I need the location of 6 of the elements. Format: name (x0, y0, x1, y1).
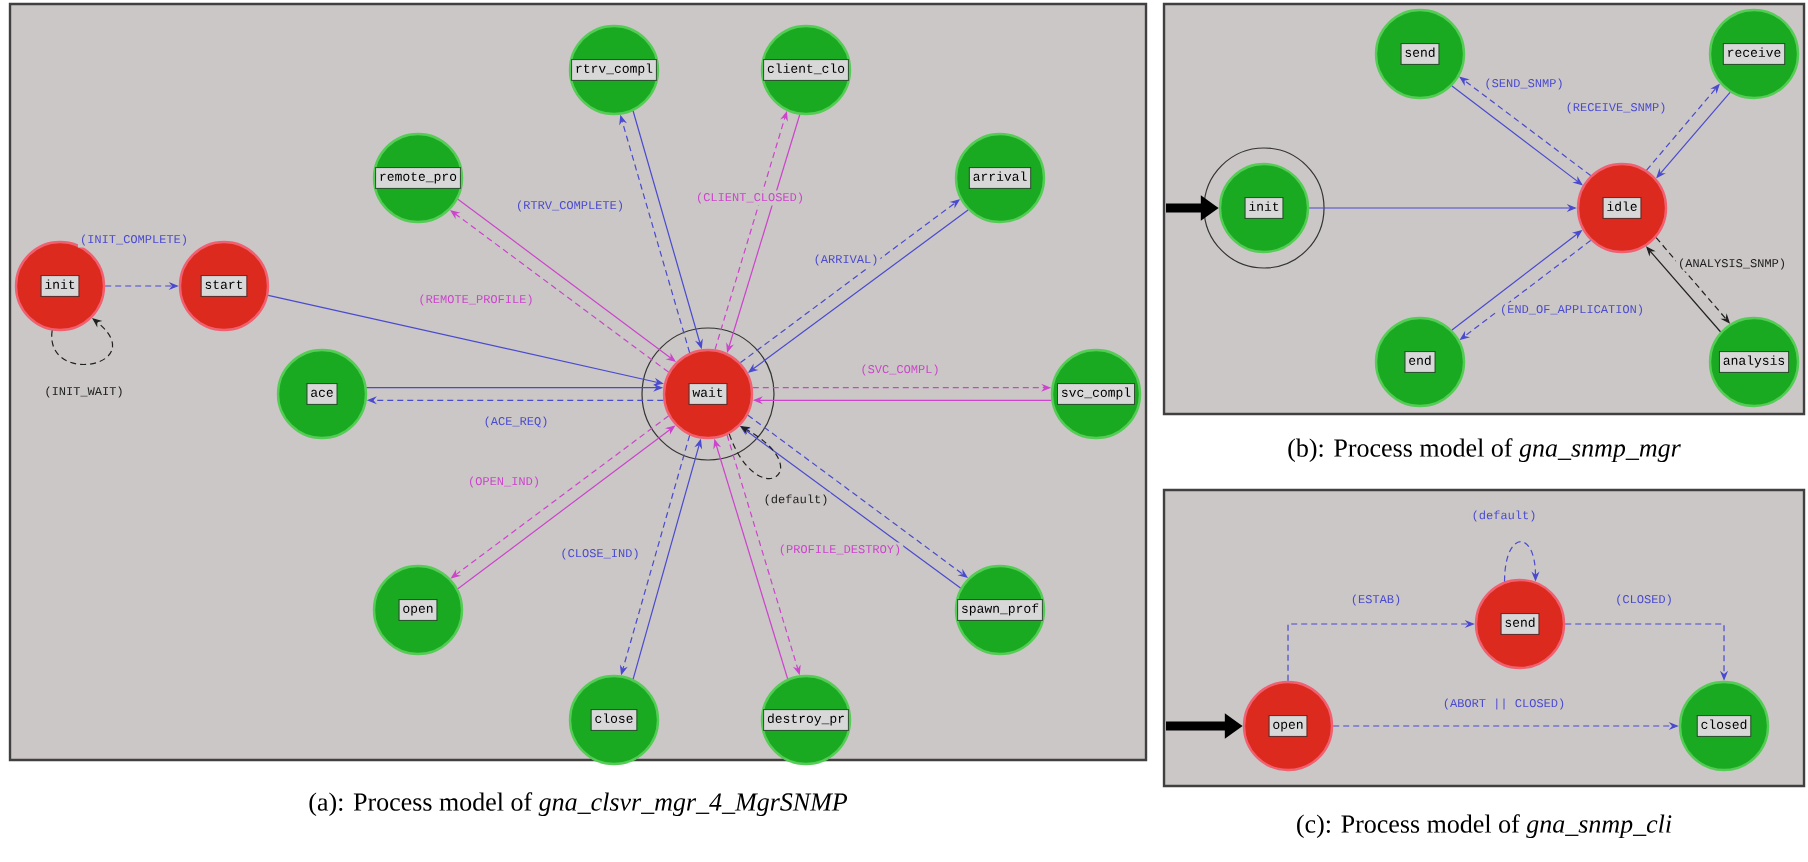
node-label: (c): Process model of gna_snmp_cli (1297, 814, 1672, 839)
arrow (1503, 541, 1540, 583)
arrow (714, 111, 788, 350)
node-label: (b): Process model of gna_snmp_mgr (1288, 438, 1681, 463)
node-label: (a): Process model of gna_clsvr_mgr_4_MgrSNMP (309, 792, 848, 817)
arrow (450, 210, 670, 373)
